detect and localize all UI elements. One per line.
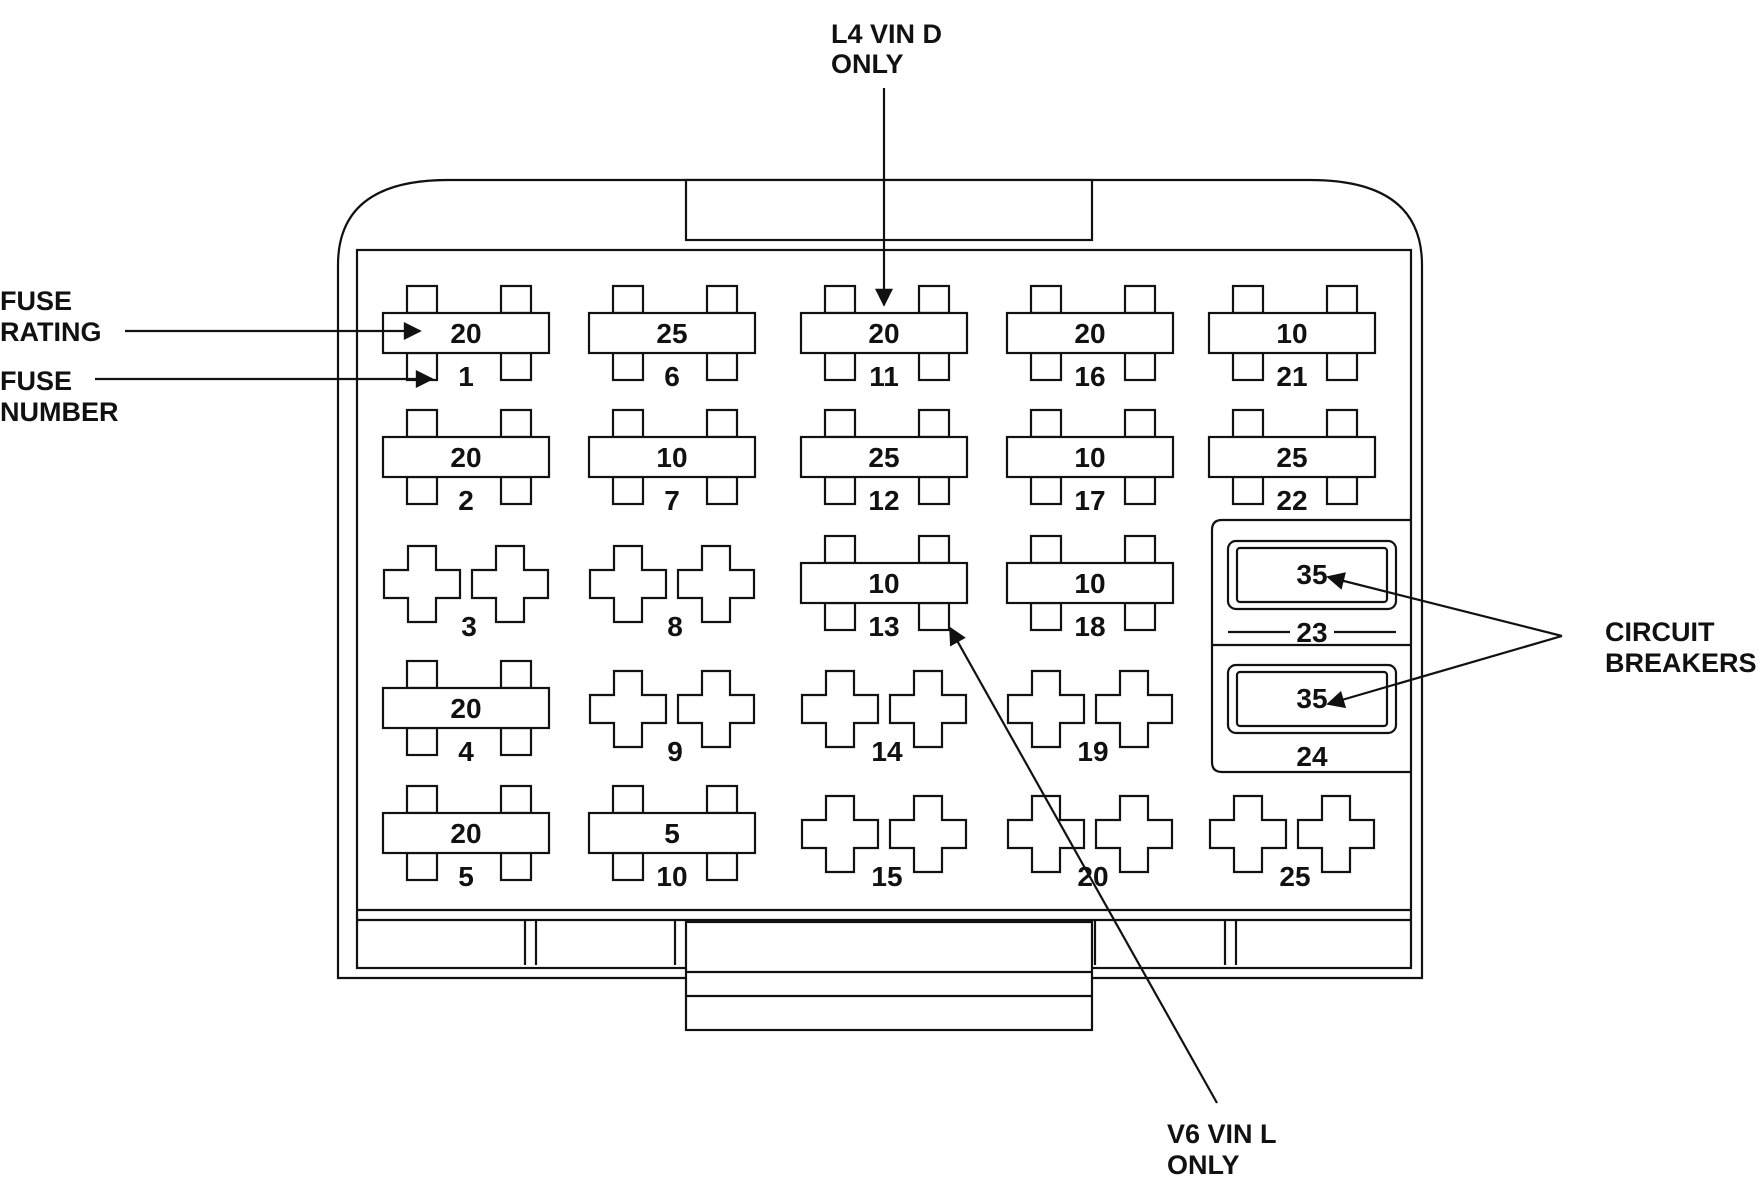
fuse-number-text: 8 [667, 611, 683, 642]
fuse-5: 205 [381, 784, 551, 892]
fuse-rating-text: 20 [868, 318, 899, 349]
breaker-number-text: 23 [1296, 617, 1327, 648]
fuse-8: 8 [588, 544, 756, 642]
fuse-rating-text: 20 [450, 818, 481, 849]
fuse-rating-text: 20 [450, 318, 481, 349]
fuse-number-text: 20 [1077, 861, 1108, 892]
circuit-breakers-leader-24 [1326, 634, 1563, 709]
fuse-number-text: 18 [1074, 611, 1105, 642]
fuse-number-text: 17 [1074, 485, 1105, 516]
fuse-rating-text: 20 [1074, 318, 1105, 349]
fuse-number-text: 7 [664, 485, 680, 516]
callout-labels: FUSE RATING FUSE NUMBER L4 VIN D ONLY V6… [0, 19, 1757, 1180]
v6-vin-l-leader [949, 626, 1218, 1104]
circuit-breakers-leader-23 [1326, 572, 1563, 638]
fuse-4: 204 [381, 659, 551, 767]
fuse-rating-label: FUSE RATING [0, 286, 102, 347]
fuse-number-text: 25 [1279, 861, 1310, 892]
bottom-slots [523, 920, 1238, 965]
circuit-breakers-label: CIRCUIT BREAKERS [1605, 617, 1757, 678]
fuse-layer: 2012023204205256107895102011251210131415… [381, 284, 1398, 892]
fuse-7: 107 [587, 408, 757, 516]
l4-vin-d-label: L4 VIN D ONLY [831, 19, 950, 79]
fuse-19: 19 [1006, 669, 1174, 767]
fuse-panel-housing [336, 178, 1424, 1032]
fuse-rating-text: 25 [1276, 442, 1307, 473]
fuse-number-text: 19 [1077, 736, 1108, 767]
v6-vin-l-label: V6 VIN L ONLY [1167, 1119, 1284, 1180]
fuse-number-text: 12 [868, 485, 899, 516]
callout-leaders [95, 88, 1563, 1104]
fuse-number-text: 10 [656, 861, 687, 892]
fuse-14: 14 [800, 669, 968, 767]
fuse-9: 9 [588, 669, 756, 767]
fuse-number-text: 4 [458, 736, 474, 767]
fuse-number-text: 14 [871, 736, 903, 767]
fuse-number-text: 3 [461, 611, 477, 642]
fuse-2: 202 [381, 408, 551, 516]
fuse-rating-text: 25 [868, 442, 899, 473]
fuse-rating-text: 10 [1074, 442, 1105, 473]
fuse-3: 3 [382, 544, 550, 642]
circuit-breaker-23: 35 23 [1226, 539, 1398, 648]
fuse-rating-text: 10 [656, 442, 687, 473]
fuse-number-text: 13 [868, 611, 899, 642]
fuse-15: 15 [800, 794, 968, 892]
fuse-number-text: 9 [667, 736, 683, 767]
fuse-20: 20 [1006, 794, 1174, 892]
fuse-rating-text: 10 [868, 568, 899, 599]
breaker-number-text: 24 [1296, 741, 1328, 772]
fuse-number-text: 15 [871, 861, 902, 892]
circuit-breaker-24: 35 24 [1226, 663, 1398, 772]
fuse-number-text: 1 [458, 361, 474, 392]
fuse-rating-text: 5 [664, 818, 680, 849]
breaker-compartment [1210, 518, 1411, 774]
fuse-25: 25 [1208, 794, 1376, 892]
fuse-10: 510 [587, 784, 757, 892]
fuse-1: 201 [381, 284, 551, 392]
bottom-latch [684, 920, 1094, 1032]
fuse-number-text: 16 [1074, 361, 1105, 392]
breaker-rating-text: 35 [1296, 559, 1327, 590]
fuse-6: 256 [587, 284, 757, 392]
breaker-rating-text: 35 [1296, 683, 1327, 714]
fuse-number-text: 11 [869, 361, 899, 392]
fuse-rating-text: 20 [450, 442, 481, 473]
fuse-number-text: 21 [1276, 361, 1307, 392]
fuse-number-text: 2 [458, 485, 474, 516]
fuse-number-text: 5 [458, 861, 474, 892]
fuse-number-text: 6 [664, 361, 680, 392]
fuse-rating-text: 25 [656, 318, 687, 349]
fuse-rating-text: 10 [1074, 568, 1105, 599]
fuse-number-label: FUSE NUMBER [0, 366, 119, 427]
fuse-number-text: 22 [1276, 485, 1307, 516]
fuse-rating-text: 20 [450, 693, 481, 724]
fuse-rating-text: 10 [1276, 318, 1307, 349]
